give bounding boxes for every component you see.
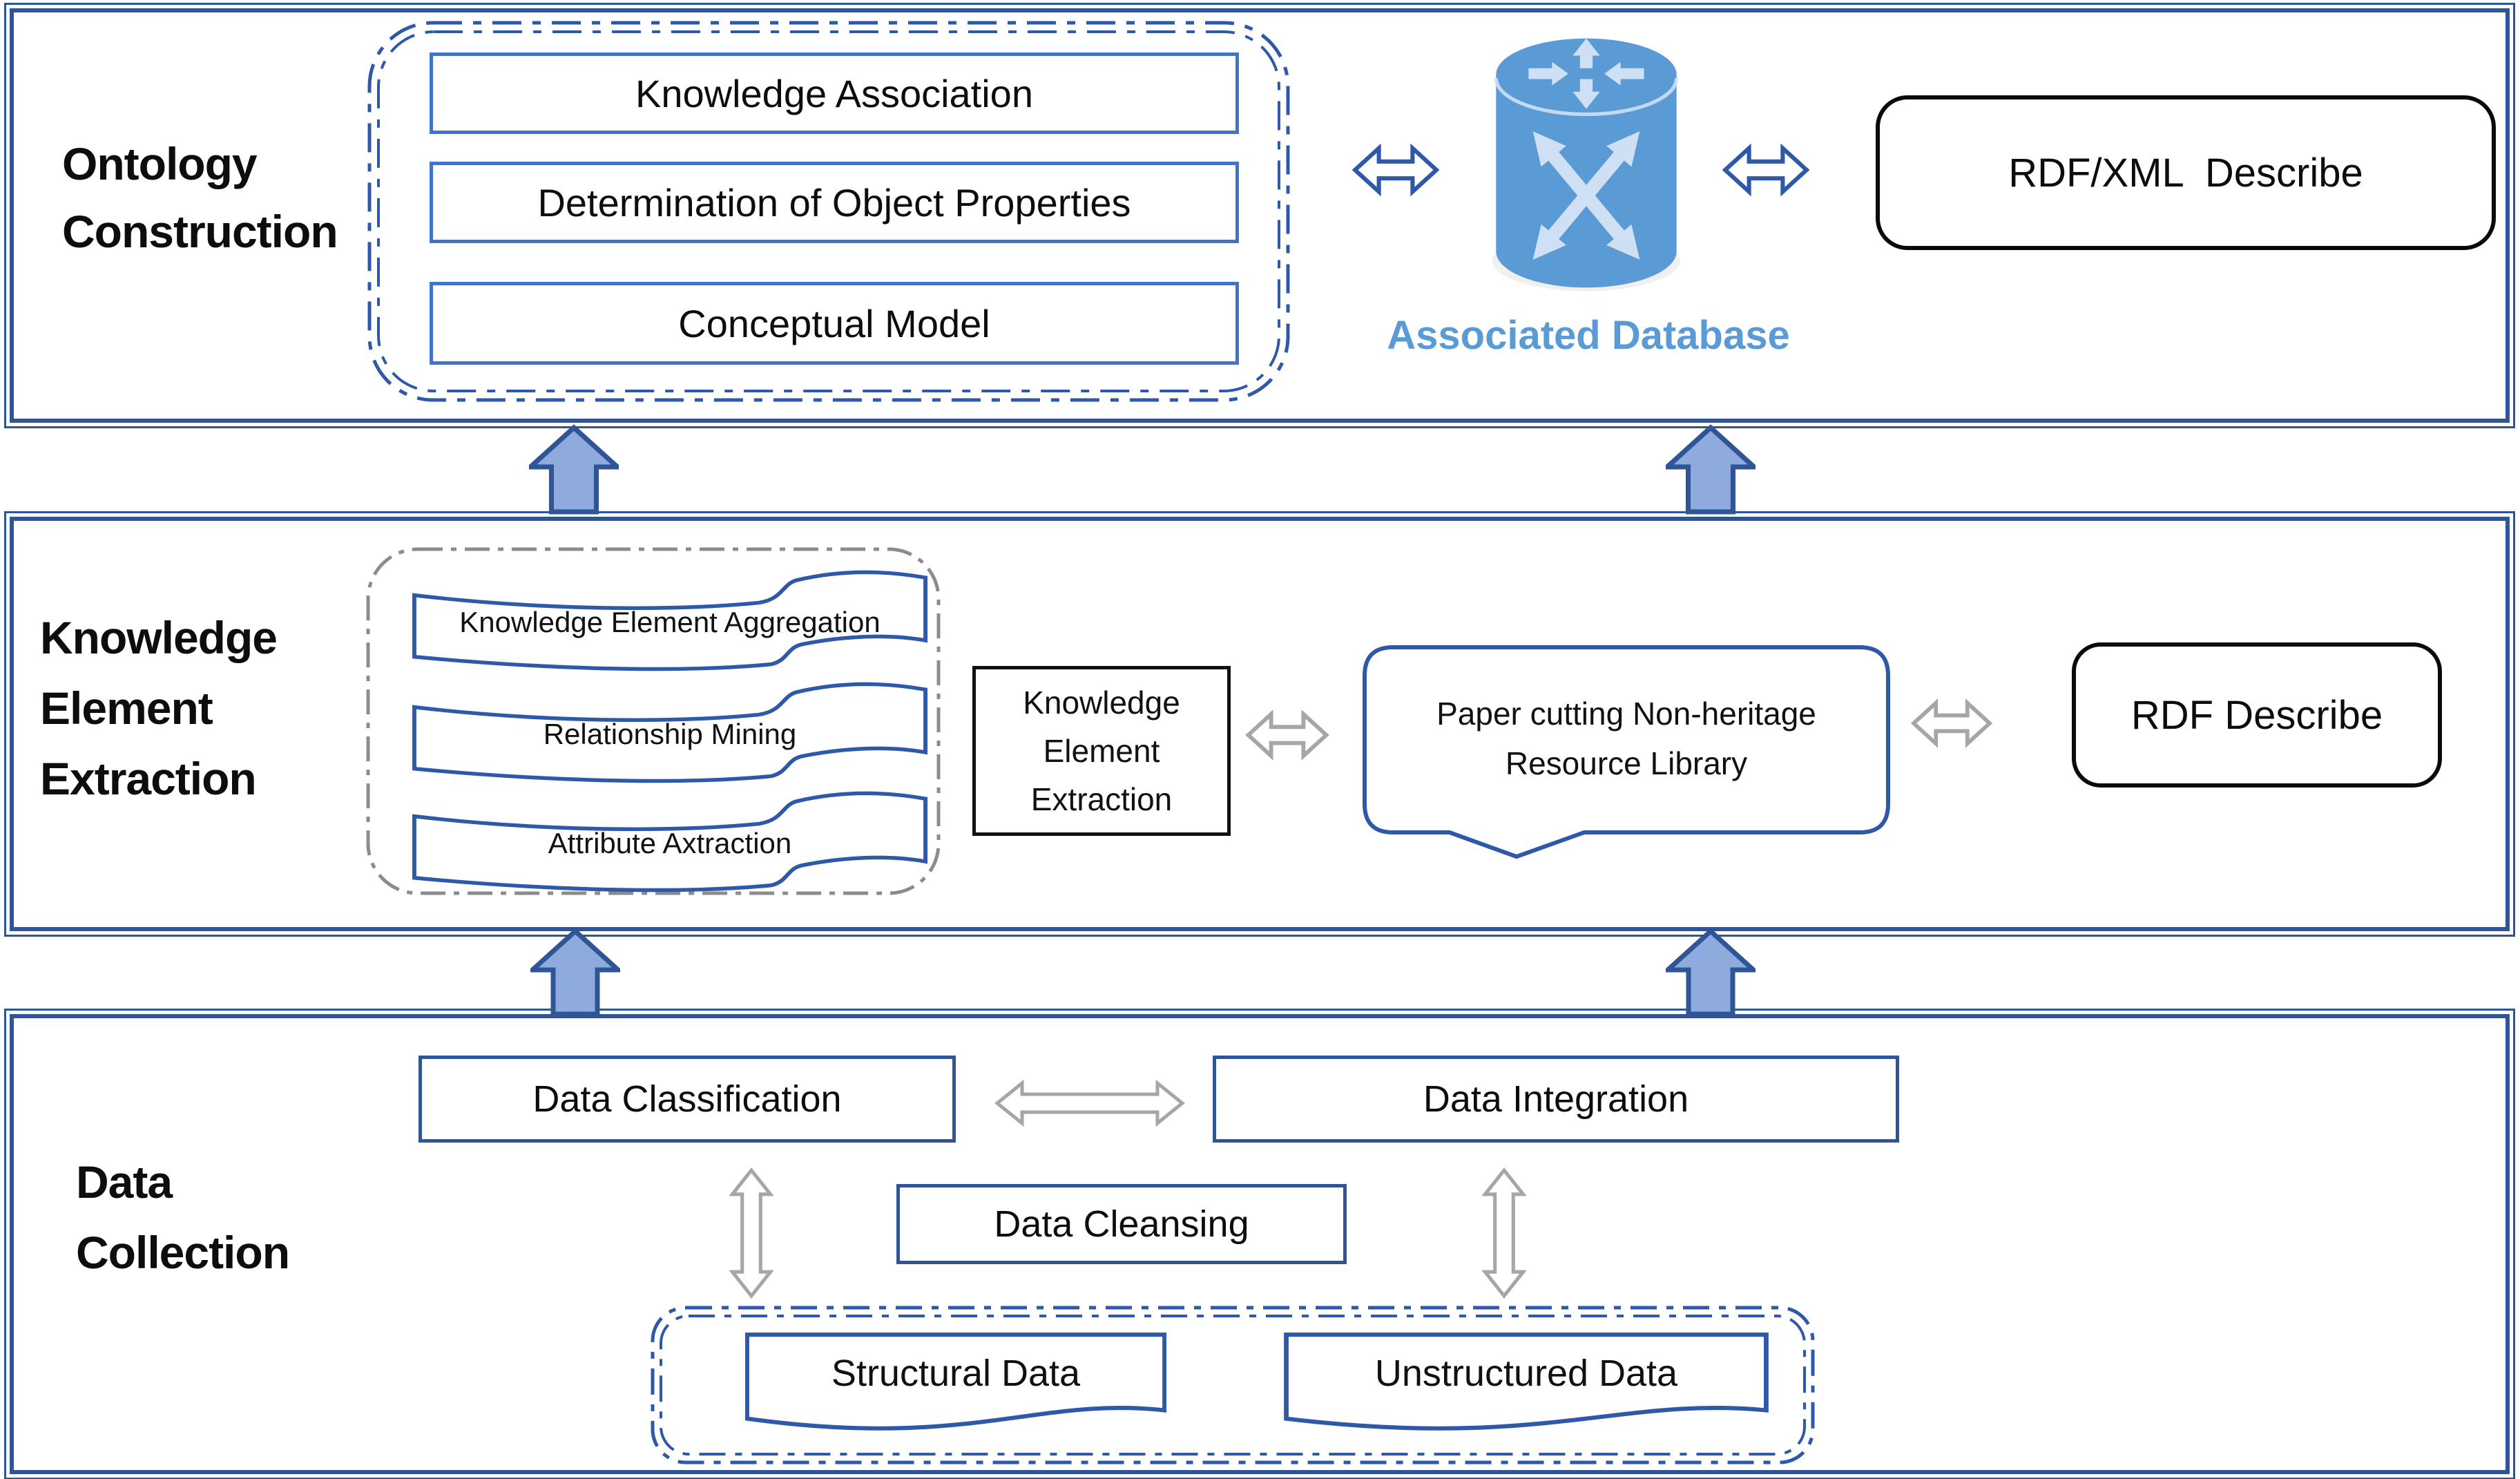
attribute-extraction-label-wrap: Attribute Axtraction [410, 792, 930, 895]
knowledge-aggregation-label-wrap: Knowledge Element Aggregation [410, 571, 930, 674]
wave-group-dashdot-container [366, 547, 941, 895]
knowledge-association-box: Knowledge Association [430, 53, 1239, 134]
data-classification-label: Data Classification [532, 1078, 842, 1120]
data-cleansing-label: Data Cleansing [994, 1203, 1249, 1245]
resource-library-line: Resource Library [1505, 745, 1748, 781]
knowledge-association-label: Knowledge Association [635, 71, 1033, 115]
ontology-title-line: Ontology [62, 138, 258, 189]
unstructured-data-document-shape [1284, 1333, 1769, 1431]
block-up-arrow [1666, 928, 1756, 1017]
knowledge-aggregation-label: Knowledge Element Aggregation [459, 606, 881, 638]
attribute-extraction-wave-shape [412, 791, 928, 893]
data-title-line: Collection [76, 1227, 290, 1278]
structural-data-document-shape [744, 1333, 1167, 1431]
associated-database-text: Associated Database [1387, 313, 1790, 358]
block-up-arrow [530, 928, 620, 1017]
database-icon [1492, 38, 1680, 292]
rdf-xml-describe-label: RDF/XML Describe [2008, 150, 2363, 195]
knowledge-layer-title: Knowledge Element Extraction [40, 602, 278, 814]
resource-library-label-wrap: Paper cutting Non-heritage Resource Libr… [1360, 644, 1892, 832]
ontology-dashdot-container [367, 21, 1290, 402]
gray-vertical-double-arrow-icon [1482, 1167, 1526, 1299]
relationship-mining-wave-shape [412, 682, 928, 783]
conceptual-model-box: Conceptual Model [430, 282, 1239, 365]
data-classification-box: Data Classification [419, 1056, 956, 1143]
attribute-extraction-label: Attribute Axtraction [548, 827, 792, 859]
kee-line: Knowledge [1023, 685, 1180, 721]
rdf-describe-box: RDF Describe [2072, 642, 2442, 788]
relationship-mining-label-wrap: Relationship Mining [410, 683, 930, 786]
knowledge-aggregation-wave-shape [412, 570, 928, 671]
resource-library-bubble-shape [1363, 645, 1890, 859]
object-properties-box: Determination of Object Properties [430, 162, 1239, 243]
ontology-title-line: Construction [62, 206, 338, 257]
ontology-layer-title: Ontology Construction [62, 130, 338, 265]
double-arrow-icon [1722, 143, 1809, 197]
knowledge-element-extraction-box: Knowledge Element Extraction [972, 666, 1231, 836]
data-integration-box: Data Integration [1213, 1056, 1899, 1143]
gray-double-arrow-icon [1245, 709, 1329, 761]
knowledge-title-line: Knowledge [40, 612, 278, 663]
gray-double-arrow-icon [1910, 698, 1993, 748]
data-layer-title: Data Collection [76, 1147, 290, 1288]
rdf-describe-label: RDF Describe [2131, 692, 2383, 738]
data-title-line: Data [76, 1156, 173, 1208]
associated-database-label: Associated Database [1347, 312, 1830, 359]
kee-line: Element [1043, 733, 1160, 769]
resource-library-line: Paper cutting Non-heritage [1436, 695, 1816, 732]
gray-vertical-double-arrow-icon [729, 1167, 773, 1299]
structural-data-label-wrap: Structural Data [744, 1332, 1167, 1415]
relationship-mining-label: Relationship Mining [543, 718, 797, 750]
structural-data-label: Structural Data [831, 1353, 1081, 1394]
gray-double-arrow-icon [994, 1079, 1185, 1127]
unstructured-data-label-wrap: Unstructured Data [1283, 1332, 1769, 1415]
kee-line: Extraction [1030, 781, 1173, 817]
data-cleansing-box: Data Cleansing [896, 1184, 1347, 1264]
block-up-arrow [529, 424, 619, 515]
data-integration-label: Data Integration [1423, 1078, 1689, 1120]
double-arrow-icon [1352, 143, 1439, 197]
knowledge-title-line: Extraction [40, 753, 257, 804]
object-properties-label: Determination of Object Properties [537, 180, 1131, 225]
rdf-xml-describe-box: RDF/XML Describe [1876, 95, 2496, 250]
unstructured-data-label: Unstructured Data [1374, 1353, 1678, 1394]
conceptual-model-label: Conceptual Model [678, 301, 990, 345]
block-up-arrow [1666, 424, 1756, 515]
knowledge-title-line: Element [40, 683, 213, 734]
raw-data-dashdot-container [651, 1306, 1815, 1464]
